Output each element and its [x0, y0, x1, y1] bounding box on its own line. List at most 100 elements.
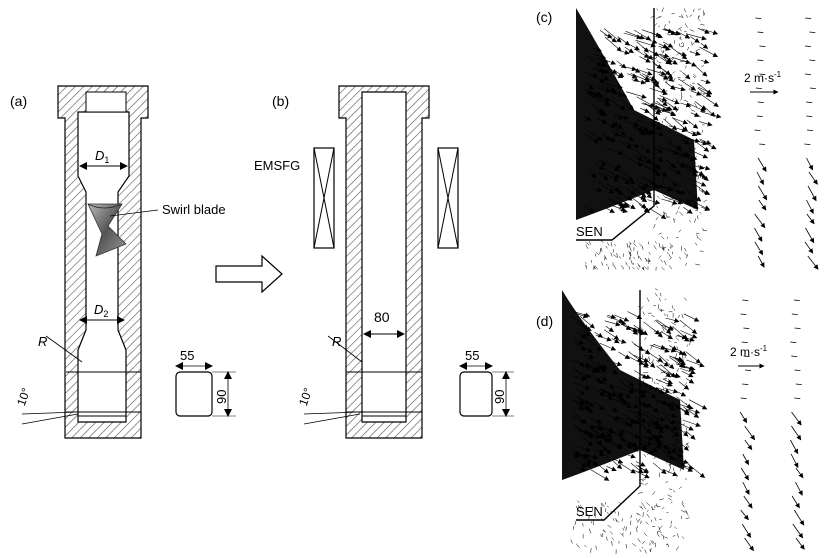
- flow-vector: [604, 320, 621, 327]
- flow-vector: [742, 481, 750, 495]
- flow-vector: [602, 135, 612, 141]
- flow-vector: [669, 355, 685, 363]
- flow-vector: [625, 526, 627, 532]
- flow-vector: [653, 416, 666, 422]
- flow-vector: [693, 199, 698, 201]
- flow-vector: [656, 531, 658, 535]
- flow-vector: [637, 538, 641, 543]
- flow-vector: [570, 451, 580, 458]
- flow-vector: [644, 352, 650, 355]
- flow-vector: [626, 91, 647, 99]
- flow-vector: [583, 116, 592, 121]
- flow-vector: [759, 45, 766, 47]
- flow-vector: [756, 115, 763, 117]
- flow-vector: [806, 157, 814, 171]
- flow-vector: [652, 452, 656, 455]
- flow-vector: [624, 378, 635, 387]
- flow-vector: [650, 386, 661, 392]
- flow-vector: [673, 219, 676, 223]
- flow-vector: [795, 383, 802, 385]
- flow-vector: [684, 179, 687, 182]
- flow-vector: [600, 97, 611, 106]
- flow-vector: [667, 543, 669, 548]
- flow-vector: [628, 257, 631, 260]
- flow-vector: [635, 39, 656, 48]
- flow-vector: [653, 62, 671, 76]
- flow-vector: [593, 187, 603, 193]
- flow-vector: [664, 428, 669, 430]
- flow-vector: [692, 146, 695, 150]
- flow-vector: [655, 288, 658, 291]
- flow-vector: [646, 414, 649, 417]
- flow-vector: [650, 414, 653, 417]
- panel-a: (a) Swirl blade D1 D2 R 10° 55: [10, 85, 236, 439]
- flow-vector: [742, 299, 749, 301]
- flow-vector: [701, 142, 704, 145]
- flow-vector: [743, 495, 753, 509]
- flow-vector: [598, 172, 609, 181]
- flow-vector: [633, 256, 636, 260]
- flow-vector: [678, 256, 682, 260]
- flow-vector: [697, 8, 701, 11]
- flow-vector: [694, 242, 698, 246]
- flow-vector: [794, 327, 801, 329]
- flow-vector: [611, 130, 620, 137]
- flow-vector: [609, 531, 613, 535]
- flow-vector: [677, 26, 683, 30]
- flow-vector: [659, 331, 664, 333]
- flow-vector: [688, 220, 692, 223]
- flow-vector: [598, 181, 614, 194]
- flow-vector: [651, 315, 655, 317]
- flow-vector: [587, 130, 603, 141]
- flow-vector: [678, 84, 683, 87]
- flow-vector: [633, 243, 637, 247]
- flow-vector: [630, 259, 633, 265]
- flow-vector: [643, 52, 654, 60]
- flow-vector: [695, 263, 701, 266]
- flow-vector: [793, 509, 805, 526]
- flow-vector: [657, 164, 660, 167]
- flow-vector: [572, 415, 586, 424]
- flow-vector: [757, 101, 764, 103]
- flow-vector: [656, 411, 660, 414]
- flow-vector: [662, 244, 664, 249]
- flow-vector: [629, 44, 640, 51]
- flow-vector: [689, 95, 692, 98]
- flow-vector: [675, 421, 680, 425]
- flow-vector: [636, 180, 650, 188]
- flow-vector: [598, 84, 618, 95]
- flow-vector: [692, 183, 696, 187]
- flow-vector: [585, 89, 593, 95]
- flow-vector: [575, 543, 579, 547]
- flow-vector: [643, 532, 648, 537]
- flow-vector: [682, 419, 701, 427]
- flow-vector: [661, 371, 681, 379]
- flow-vector: [671, 203, 673, 207]
- flow-vector: [627, 400, 639, 409]
- flow-vector: [641, 29, 661, 37]
- flow-vector: [583, 354, 595, 360]
- flow-vector: [674, 434, 677, 438]
- flow-vector: [573, 382, 591, 390]
- flow-vector: [641, 374, 652, 379]
- flow-vector: [612, 418, 630, 427]
- flow-vector: [676, 475, 679, 478]
- flow-vector: [671, 117, 689, 125]
- flow-vector: [655, 378, 673, 387]
- flow-vector: [640, 520, 642, 525]
- flow-vector: [667, 339, 672, 343]
- flow-vector: [616, 174, 630, 185]
- flow-vector: [696, 217, 699, 220]
- flow-vector: [652, 491, 656, 496]
- flow-vector: [620, 98, 635, 111]
- flow-vector: [666, 349, 669, 352]
- flow-vector: [744, 537, 754, 552]
- flow-vector: [658, 97, 661, 102]
- flow-vector: [616, 197, 636, 210]
- flow-vector: [606, 316, 624, 323]
- flow-vector: [654, 292, 658, 297]
- flow-vector: [658, 25, 660, 28]
- flow-vector: [686, 14, 688, 18]
- flow-vector: [655, 330, 663, 338]
